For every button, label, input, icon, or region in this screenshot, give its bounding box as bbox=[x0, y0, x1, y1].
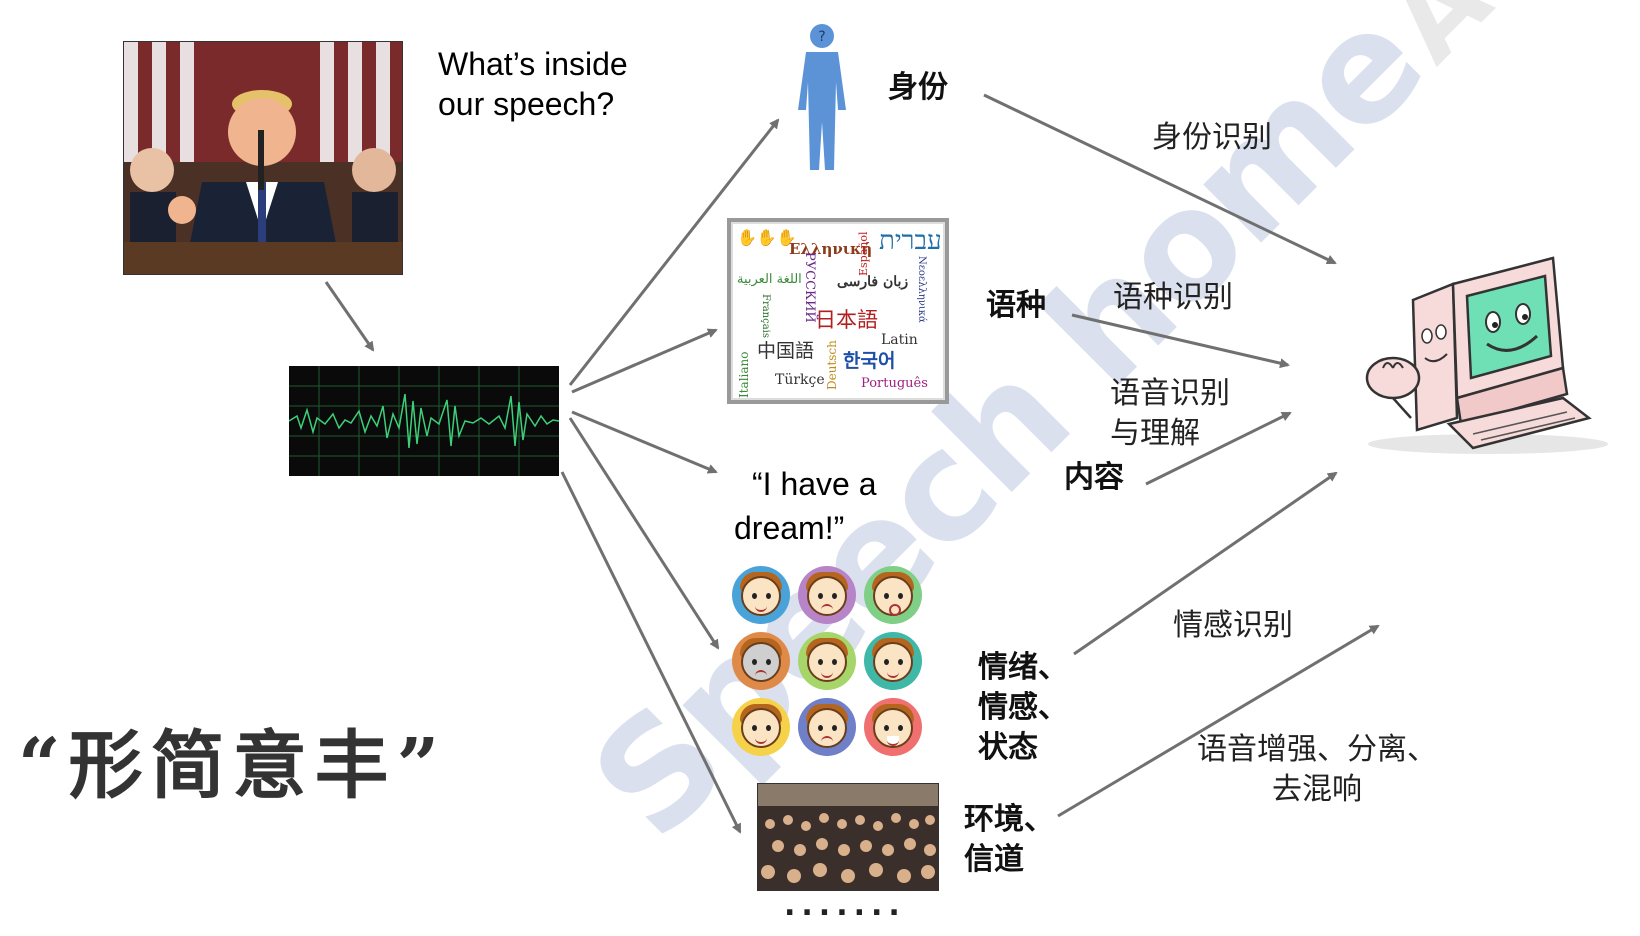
slogan: “形简意丰” bbox=[18, 723, 448, 809]
sign-language-icons: ✋✋✋ bbox=[737, 228, 797, 247]
question-text: What’s inside our speech? bbox=[438, 44, 698, 124]
arrow-wave-to-identity bbox=[568, 118, 780, 386]
language-label: 语种 bbox=[986, 288, 1046, 323]
face-neutral-icon bbox=[732, 566, 790, 624]
lang-chinese: 中国語 bbox=[757, 340, 815, 362]
speaker-recognition-label: 身份识别 bbox=[1152, 120, 1272, 155]
face-smile-icon bbox=[732, 698, 790, 756]
lang-hebrew: עברית bbox=[879, 226, 942, 256]
arrow-identity-to-computer bbox=[983, 93, 1337, 265]
quote-text: “I have a dream!” bbox=[734, 462, 877, 550]
arrow-content-to-computer bbox=[1145, 411, 1292, 486]
emotion-label: 情绪、 情感、 状态 bbox=[978, 648, 1068, 768]
person-figure: ? bbox=[792, 22, 852, 172]
lang-neoellinika: Νεοελληνικά bbox=[916, 256, 927, 323]
emotion-faces-grid bbox=[732, 566, 932, 766]
lang-italiano: Italiano bbox=[737, 351, 751, 399]
lang-turkce: Türkçe bbox=[775, 372, 825, 388]
lang-portuguese: Português bbox=[861, 376, 928, 391]
lang-deutsch: Deutsch bbox=[825, 340, 839, 390]
speech-recognition-line-2: 与理解 bbox=[1110, 416, 1200, 451]
speech-recognition-line-1: 语音识别 bbox=[1110, 376, 1230, 411]
face-crying-icon bbox=[798, 566, 856, 624]
language-word-cloud: עברית Ελληνική Español اللغة العربية زبا… bbox=[727, 218, 949, 404]
emotion-label-line-1: 情绪、 bbox=[978, 650, 1068, 685]
arrow-emotion-to-computer bbox=[1073, 471, 1338, 656]
emotion-label-line-2: 情感、 bbox=[978, 690, 1068, 725]
arrow-wave-to-content bbox=[571, 410, 718, 474]
lang-greek: Ελληνική bbox=[789, 240, 873, 258]
arrow-wave-to-emotion bbox=[568, 417, 720, 650]
enhancement-line-2: 去混响 bbox=[1272, 772, 1362, 807]
face-laugh-icon bbox=[864, 698, 922, 756]
emotion-recognition-label: 情感识别 bbox=[1173, 608, 1293, 643]
arrow-environment-to-enhancement bbox=[1057, 624, 1380, 818]
lang-arabic: اللغة العربية bbox=[737, 272, 802, 287]
lang-espanol: Español bbox=[857, 231, 870, 277]
waveform-graphic bbox=[288, 366, 560, 476]
quote-line-2: dream!” bbox=[734, 510, 845, 546]
enhancement-label: 语音增强、分离、 去混响 bbox=[1197, 730, 1437, 810]
computer-cartoon bbox=[1353, 248, 1613, 458]
lang-latin: Latin bbox=[881, 332, 918, 348]
arrow-photo-to-wave bbox=[324, 281, 375, 352]
face-angry-icon bbox=[732, 632, 790, 690]
face-surprised-icon bbox=[864, 566, 922, 624]
arrow-wave-to-language bbox=[571, 328, 718, 394]
svg-text:?: ? bbox=[818, 29, 825, 45]
lang-francais: Français bbox=[760, 294, 771, 339]
environment-label-line-1: 环境、 bbox=[964, 802, 1054, 837]
lang-korean: 한국어 bbox=[843, 350, 896, 372]
quote-line-1: “I have a bbox=[752, 466, 877, 502]
environment-label: 环境、 信道 bbox=[964, 800, 1054, 880]
content-label: 内容 bbox=[1064, 460, 1124, 495]
waveform-panel bbox=[288, 366, 560, 476]
enhancement-line-1: 语音增强、分离、 bbox=[1197, 732, 1437, 767]
arrow-wave-to-environment bbox=[560, 471, 742, 834]
arrow-language-to-computer bbox=[1071, 313, 1290, 369]
lang-farsi: زبان فارسی bbox=[837, 274, 909, 290]
ellipsis: ....... bbox=[784, 888, 906, 923]
emotion-label-line-3: 状态 bbox=[978, 730, 1038, 765]
lang-japanese: 日本語 bbox=[815, 308, 878, 332]
face-calm-icon bbox=[864, 632, 922, 690]
face-sad-icon bbox=[798, 698, 856, 756]
speech-recognition-label: 语音识别 与理解 bbox=[1110, 374, 1230, 454]
environment-label-line-2: 信道 bbox=[964, 842, 1024, 877]
speaker-photo bbox=[123, 41, 403, 275]
crowd-photo bbox=[757, 783, 939, 891]
question-line-1: What’s inside bbox=[438, 46, 628, 82]
language-recognition-label: 语种识别 bbox=[1113, 280, 1233, 315]
identity-label: 身份 bbox=[888, 70, 948, 105]
question-line-2: our speech? bbox=[438, 86, 615, 122]
face-happy-icon bbox=[798, 632, 856, 690]
